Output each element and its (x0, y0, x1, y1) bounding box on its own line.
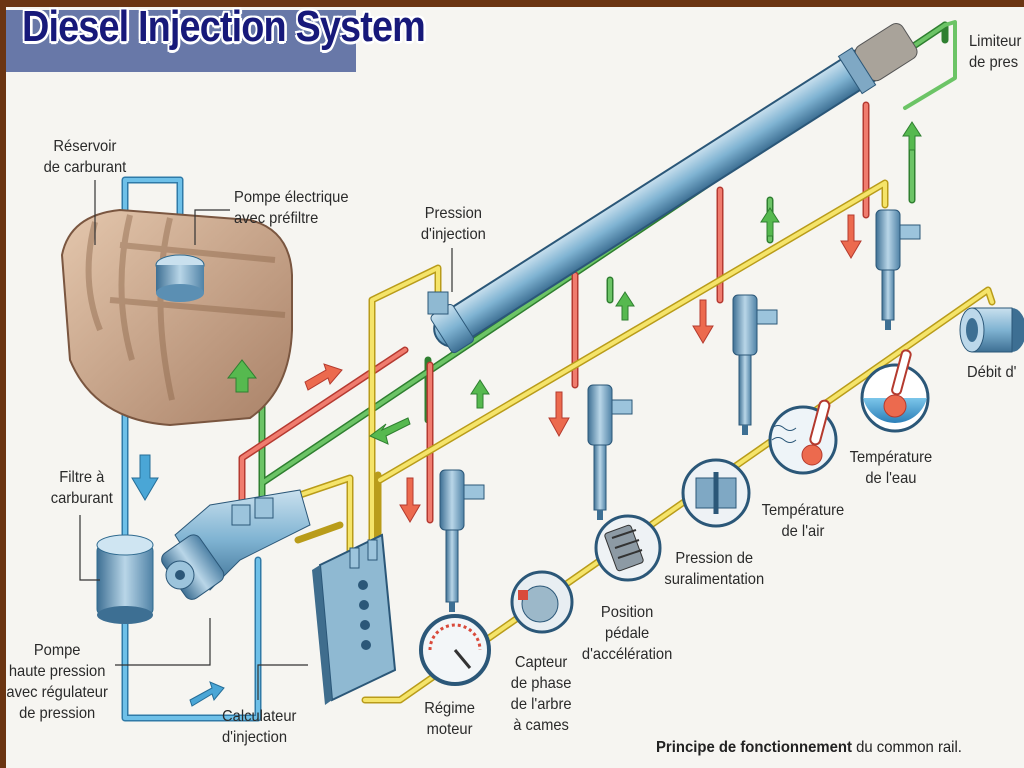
flow-meter-icon (959, 307, 1024, 353)
phase-sensor-icon (510, 570, 574, 634)
water-temperature-icon (860, 349, 930, 433)
injector-icon (439, 209, 921, 612)
left-border (0, 0, 6, 768)
caption-bold: Principe de fonctionnement (656, 739, 852, 756)
label-text: Calculateur d'injection (222, 708, 297, 746)
ecu-icon (312, 533, 397, 705)
label-filtre: Filtre à carburant (51, 467, 113, 509)
label-pompe-electrique: Pompe électrique avec préfiltre (234, 187, 349, 229)
label-text: Température de l'air (761, 502, 845, 540)
label-text: Position pédale d'accélération (581, 604, 673, 663)
label-suralimentation: Pression de suralimentation (664, 548, 764, 590)
common-rail-icon (427, 23, 918, 354)
label-calculateur: Calculateur d'injection (222, 706, 296, 748)
label-text: Limiteur de pres (969, 33, 1022, 71)
label-temperature-eau: Température de l'eau (850, 447, 933, 489)
label-text: Température de l'eau (849, 449, 933, 487)
caption-rest: du common rail. (851, 739, 962, 756)
top-border (0, 0, 1024, 7)
flow-arrow-icon (131, 121, 922, 707)
label-reservoir: Réservoir de carburant (44, 136, 127, 178)
label-text: Réservoir de carburant (43, 138, 127, 176)
title-background (6, 10, 356, 72)
pedal-icon (594, 514, 662, 582)
label-text: Débit d' (967, 364, 1017, 381)
label-text: Filtre à carburant (50, 469, 113, 507)
label-text: Pompe haute pression avec régulateur de … (6, 642, 108, 722)
gauge-icon (419, 614, 491, 686)
fuel-tank-icon (60, 208, 293, 427)
label-pedale: Position pédale d'accélération (582, 602, 672, 665)
fuel-filter-icon (96, 534, 154, 624)
label-capteur-phase: Capteur de phase de l'arbre à cames (511, 652, 572, 736)
label-pompe-haute-pression: Pompe haute pression avec régulateur de … (6, 640, 107, 724)
label-text: Pression de suralimentation (664, 550, 765, 588)
label-text: Capteur de phase de l'arbre à cames (510, 654, 572, 734)
label-text: Pression d'injection (420, 205, 486, 243)
slide-title: Diesel Injection System (22, 2, 426, 51)
label-text: Pompe électrique avec préfiltre (234, 189, 349, 227)
label-text: Régime moteur (424, 700, 475, 738)
label-temperature-air: Température de l'air (762, 500, 845, 542)
high-pressure-pump-icon (161, 489, 311, 600)
pressure-sensor-icon (681, 458, 751, 528)
leader-lines (79, 180, 453, 700)
label-regime-moteur: Régime moteur (424, 698, 475, 740)
label-limiteur: Limiteur de pres (969, 31, 1021, 73)
thermometer-icon (768, 399, 838, 475)
label-pression-injection: Pression d'injection (421, 203, 486, 245)
label-debit: Débit d' (967, 362, 1016, 383)
figure-caption: Principe de fonctionnement du common rai… (656, 739, 962, 757)
